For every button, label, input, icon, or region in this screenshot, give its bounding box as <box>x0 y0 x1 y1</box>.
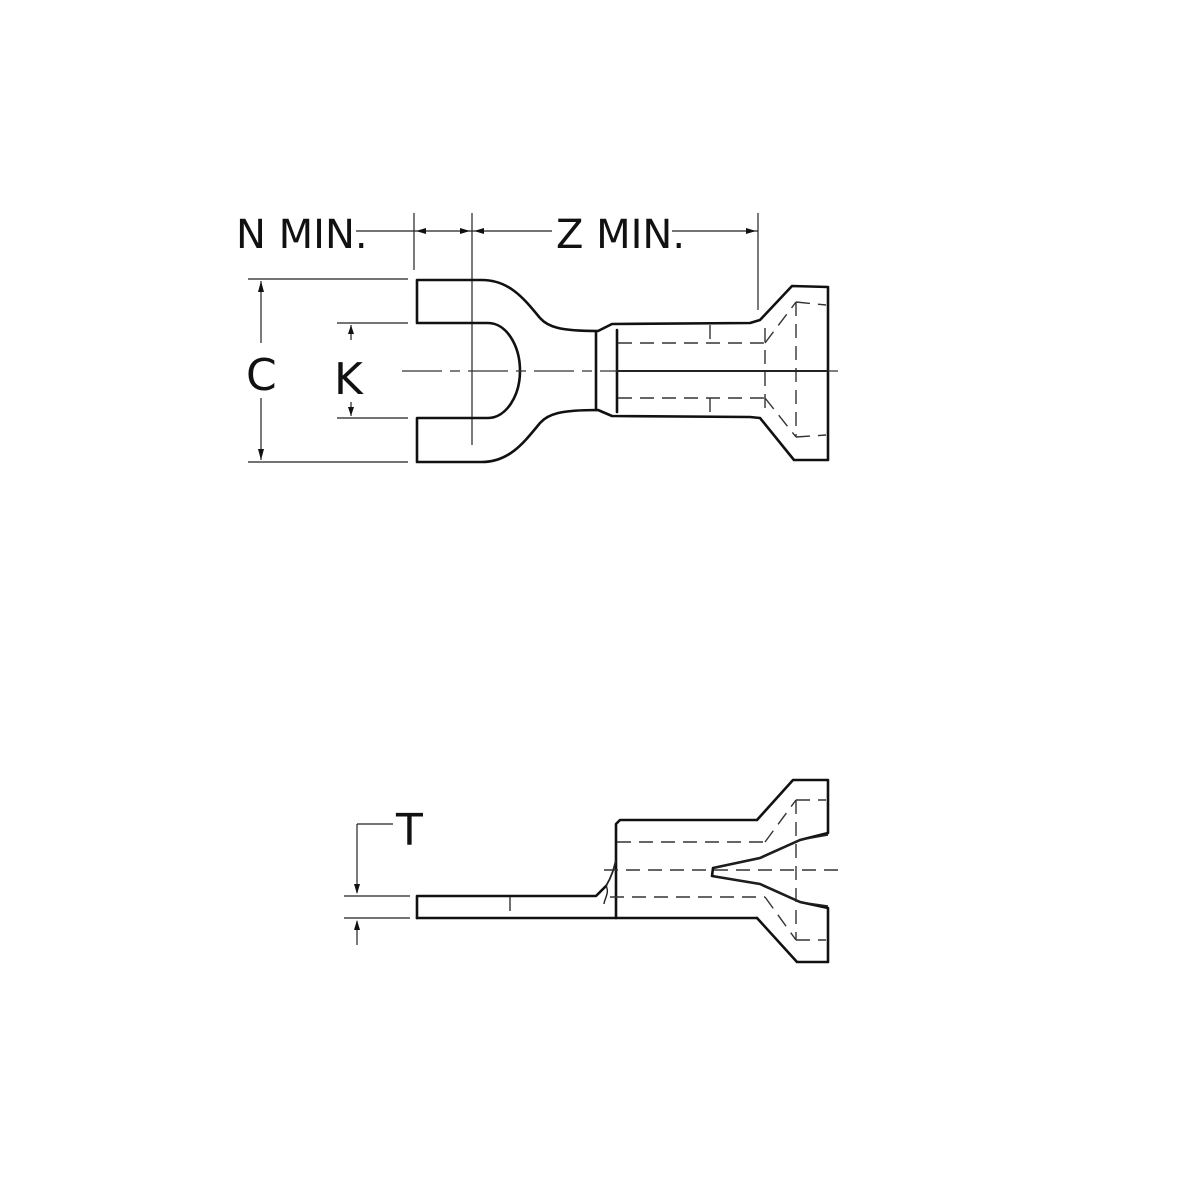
label-z-min: Z MIN. <box>556 212 685 258</box>
side-view: T <box>344 778 846 964</box>
label-k: K <box>334 354 364 405</box>
top-view: N MIN. Z MIN. C K <box>236 212 845 464</box>
dimension-n-z <box>356 213 759 445</box>
dimension-t <box>344 823 410 945</box>
dimension-c <box>248 278 408 463</box>
label-c: C <box>246 350 277 401</box>
label-t: T <box>395 805 423 856</box>
label-n-min: N MIN. <box>236 212 368 258</box>
side-outline <box>415 778 846 964</box>
fork-outline <box>402 278 845 464</box>
dimension-k <box>337 322 408 419</box>
